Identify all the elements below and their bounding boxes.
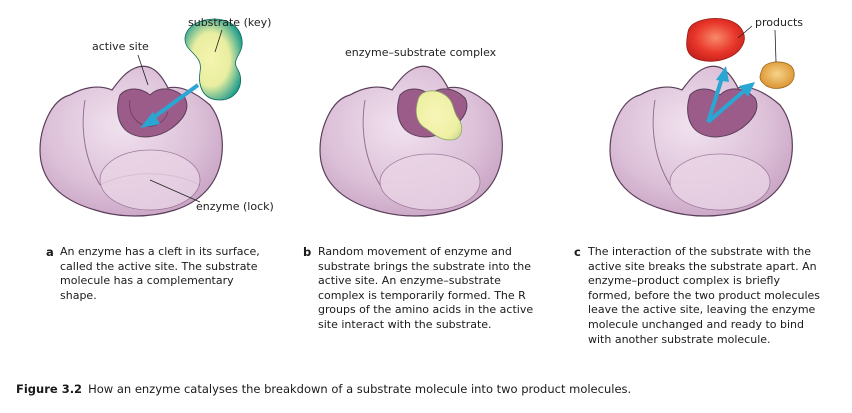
- label-substrate: substrate (key): [188, 16, 271, 29]
- panel-c-letter: c: [574, 245, 581, 259]
- label-products: products: [755, 16, 803, 29]
- leader-substrate: [214, 29, 223, 53]
- product-orange: [759, 61, 795, 89]
- panel-a-caption: An enzyme has a cleft in its surface, ca…: [60, 245, 260, 302]
- panel-b-letter: b: [303, 245, 312, 259]
- arrow-a: [140, 83, 200, 128]
- panel-c-caption: The interaction of the substrate with th…: [588, 245, 821, 346]
- leader-active-site: [137, 54, 149, 86]
- enzyme-b: [319, 65, 503, 217]
- leader-products-red: [737, 25, 753, 39]
- panel-c-illustration: products: [609, 16, 803, 217]
- enzyme-c: [609, 65, 793, 217]
- arrows-c: [706, 66, 755, 124]
- substrate-a: [184, 18, 243, 101]
- leader-products-orange: [774, 29, 777, 63]
- product-red: [686, 18, 745, 62]
- figure-number: Figure 3.2: [16, 382, 83, 396]
- label-enzyme: enzyme (lock): [196, 200, 274, 213]
- enzyme-a: [39, 65, 223, 217]
- panel-a-letter: a: [46, 245, 54, 259]
- panel-b-caption: Random movement of enzyme and substrate …: [318, 245, 534, 331]
- leader-enzyme: [149, 179, 201, 203]
- figure-caption-text: How an enzyme catalyses the breakdown of…: [88, 382, 632, 396]
- panel-b-illustration: enzyme–substrate complex: [319, 46, 503, 217]
- figure-caption: Figure 3.2 How an enzyme catalyses the br…: [16, 382, 631, 396]
- panel-a-illustration: active site substrate (key) enzyme (lock…: [39, 16, 274, 217]
- label-complex: enzyme–substrate complex: [345, 46, 497, 59]
- label-active-site: active site: [92, 40, 149, 53]
- substrate-in-active-site: [415, 90, 463, 141]
